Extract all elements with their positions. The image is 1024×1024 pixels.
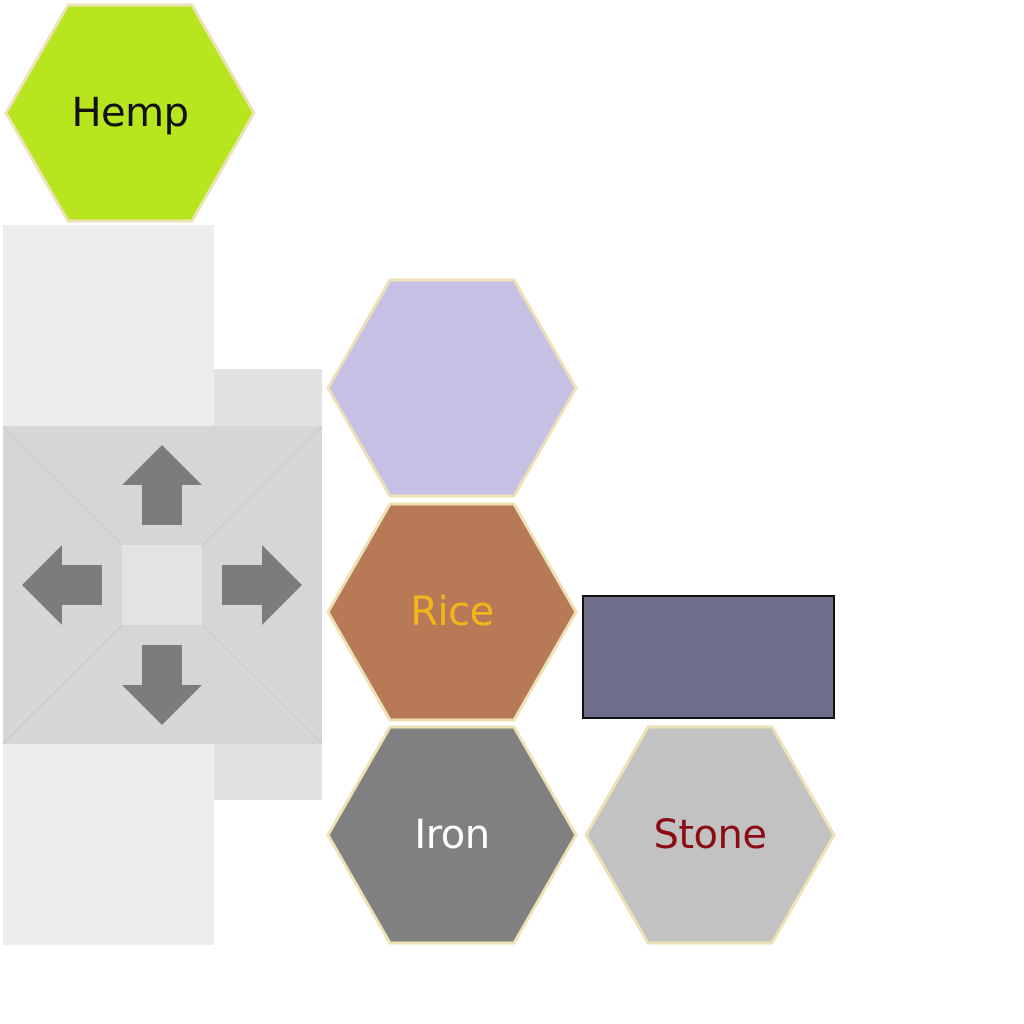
tile-hemp[interactable]: Hemp	[4, 3, 256, 223]
hexagon-shape	[326, 278, 578, 498]
tile-label	[327, 279, 577, 497]
tile-iron[interactable]: Iron	[326, 725, 578, 945]
tile-rice[interactable]: Rice	[326, 502, 578, 722]
arrow-down-button[interactable]	[122, 645, 202, 725]
arrow-up-button[interactable]	[122, 445, 202, 525]
tile-label: Rice	[410, 589, 494, 635]
tile-empty[interactable]	[326, 278, 578, 498]
dpad-center-button[interactable]	[122, 545, 202, 625]
tile-label: Iron	[414, 812, 490, 858]
hexagon-shape	[326, 502, 578, 722]
directional-pad	[3, 426, 322, 744]
hexagon-shape	[326, 725, 578, 945]
tile-label: Hemp	[71, 90, 189, 136]
arrow-right-button[interactable]	[222, 545, 302, 625]
tile-stone[interactable]: Stone	[584, 725, 836, 945]
arrow-down-icon	[122, 645, 202, 725]
arrow-left-button[interactable]	[22, 545, 102, 625]
tile-label: Stone	[653, 812, 767, 858]
hexagon-shape	[584, 725, 836, 945]
hexagon-shape	[4, 3, 256, 223]
arrow-up-icon	[122, 445, 202, 525]
arrow-right-icon	[222, 545, 302, 625]
selection-slot[interactable]	[582, 595, 835, 719]
arrow-left-icon	[22, 545, 102, 625]
